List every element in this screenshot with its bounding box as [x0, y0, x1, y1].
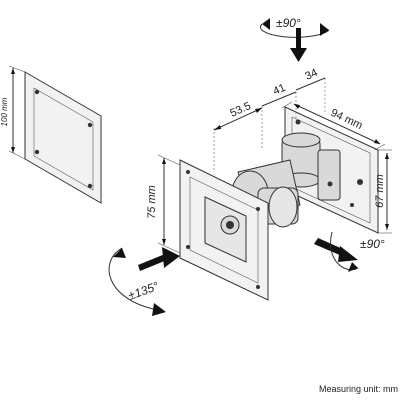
- top-rotation: ±90°: [259, 16, 330, 62]
- right-rotation: ±90°: [314, 231, 385, 272]
- vesa-100-plate: 100 mm: [0, 65, 102, 204]
- dim-depths: 53.5 41 34: [213, 67, 326, 170]
- knob-icon: [226, 221, 234, 229]
- left-rotation-label: ±135°: [126, 279, 160, 303]
- rotate-arrow-icon: [113, 248, 126, 258]
- vesa-size-label: 100 mm: [0, 97, 9, 126]
- rotate-arrow-icon: [348, 262, 358, 272]
- dim-53-5-label: 53.5: [228, 100, 252, 120]
- rotate-arrow-icon: [262, 18, 270, 30]
- height-dim-label: 67 mm: [374, 174, 386, 208]
- rotate-arrow-icon: [320, 23, 329, 36]
- mount-hole-icon: [87, 183, 93, 189]
- dim-41-label: 41: [271, 82, 287, 98]
- front-plate-dim-label: 75 mm: [146, 185, 158, 219]
- mount-hole-icon: [350, 203, 354, 207]
- dim-34-label: 34: [303, 67, 319, 83]
- down-arrow-icon: [290, 48, 307, 62]
- mount-hole-icon: [357, 179, 363, 185]
- mount-hole-icon: [34, 149, 40, 155]
- mount-hole-icon: [87, 122, 93, 128]
- rotate-arrow-icon: [152, 303, 166, 316]
- right-rotation-label: ±90°: [360, 237, 385, 251]
- dim-height: 67 mm: [374, 149, 392, 234]
- dim-front-plate: 75 mm: [146, 154, 181, 254]
- left-rotation: ±135°: [108, 247, 180, 316]
- unit-note: Measuring unit: mm: [319, 384, 398, 394]
- mount-hole-icon: [295, 119, 301, 125]
- front-plate: [179, 159, 269, 301]
- mount-hole-icon: [34, 89, 40, 95]
- top-rotation-label: ±90°: [276, 16, 301, 30]
